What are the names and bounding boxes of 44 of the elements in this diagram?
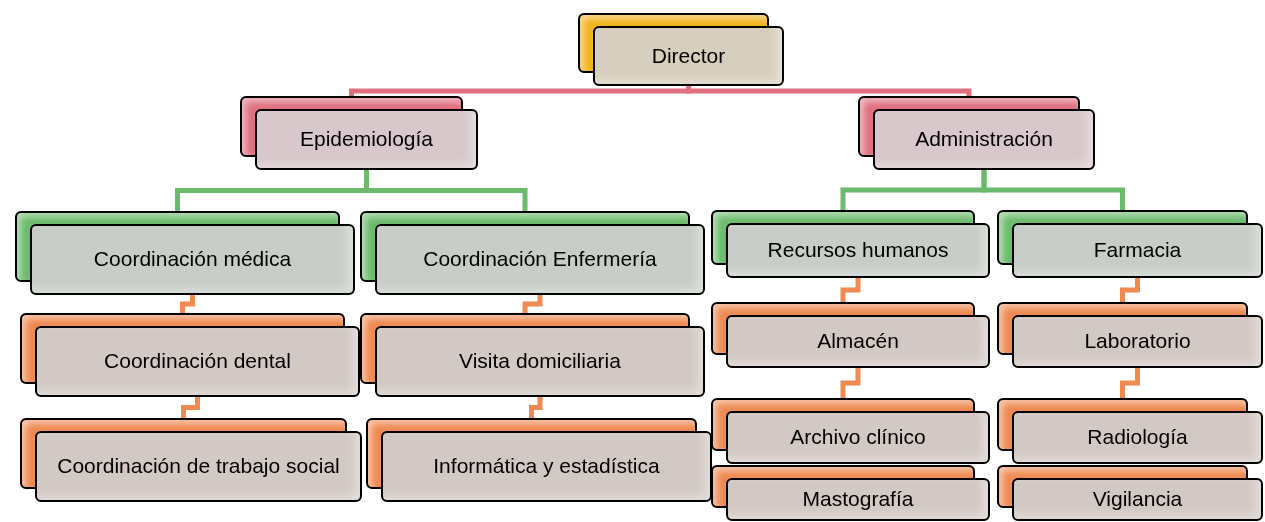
box-label: Farmacia	[1093, 237, 1182, 264]
org-chart-box	[15, 211, 355, 295]
org-chart-box	[711, 465, 990, 521]
box-label: Coordinación médica	[93, 246, 292, 273]
box-label: Laboratorio	[1084, 328, 1191, 355]
box-label: Recursos humanos	[767, 237, 949, 264]
box-label: Vigilancia	[1092, 486, 1183, 513]
org-chart-box	[711, 398, 990, 464]
org-chart-box	[858, 96, 1095, 170]
org-chart-box	[20, 418, 362, 502]
org-chart-box	[997, 302, 1263, 368]
org-chart-box	[20, 313, 360, 397]
box-label: Visita domiciliaria	[459, 348, 621, 375]
box-label: Administración	[915, 126, 1053, 153]
org-chart-box	[360, 313, 705, 397]
org-chart-box	[711, 210, 990, 278]
org-chart-box	[997, 465, 1263, 521]
box-label: Coordinación dental	[104, 348, 291, 375]
connector-line	[840, 368, 861, 398]
box-label: Almacén	[817, 328, 899, 355]
box-label: Archivo clínico	[790, 424, 926, 451]
connector-line	[1120, 278, 1140, 302]
box-label: Radiología	[1087, 424, 1188, 451]
box-label: Coordinación Enfermería	[423, 246, 657, 273]
box-label: Mastografía	[802, 486, 914, 513]
org-chart-box	[578, 13, 784, 86]
org-chart-box	[997, 210, 1263, 278]
connector-line	[181, 397, 200, 418]
box-label: Coordinación de trabajo social	[57, 453, 340, 480]
box-label: Epidemiología	[299, 126, 434, 153]
box-label: Informática y estadística	[433, 453, 660, 480]
box-label: Director	[651, 42, 726, 69]
connector-line	[686, 86, 972, 96]
org-chart-box	[240, 96, 478, 170]
org-chart-box	[997, 398, 1263, 464]
connector-line	[981, 170, 1125, 210]
connector-line	[1120, 368, 1140, 398]
connector-line	[522, 295, 543, 313]
connector-line	[180, 295, 195, 313]
org-chart-box	[711, 302, 990, 368]
org-chart-box	[360, 211, 705, 295]
connector-line	[529, 397, 543, 418]
connector-line	[840, 278, 861, 302]
org-chart-box	[366, 418, 712, 502]
